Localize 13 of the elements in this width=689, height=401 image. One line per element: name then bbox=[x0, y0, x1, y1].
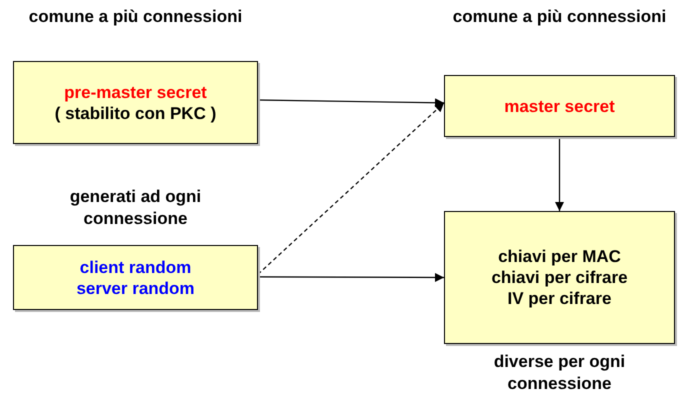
box-text: master secret bbox=[504, 96, 615, 116]
box-text: client random server random bbox=[75, 256, 196, 298]
box-text: pre-master secret bbox=[64, 82, 207, 102]
group-heading: comune a più connessioni bbox=[28, 6, 244, 28]
group-heading: diverse per ogni connessione bbox=[492, 351, 626, 395]
group-heading: comune a più connessioni bbox=[452, 6, 668, 28]
box-text: ( stabilito con PKC ) bbox=[54, 102, 216, 124]
group-heading: generati ad ogni connessione bbox=[68, 186, 202, 230]
arrow bbox=[258, 272, 444, 282]
arrow bbox=[258, 102, 444, 275]
arrow bbox=[555, 137, 564, 211]
box-text: chiavi per MAC chiavi per cifrare IV per cifrare bbox=[490, 246, 629, 309]
arrow bbox=[258, 98, 444, 108]
